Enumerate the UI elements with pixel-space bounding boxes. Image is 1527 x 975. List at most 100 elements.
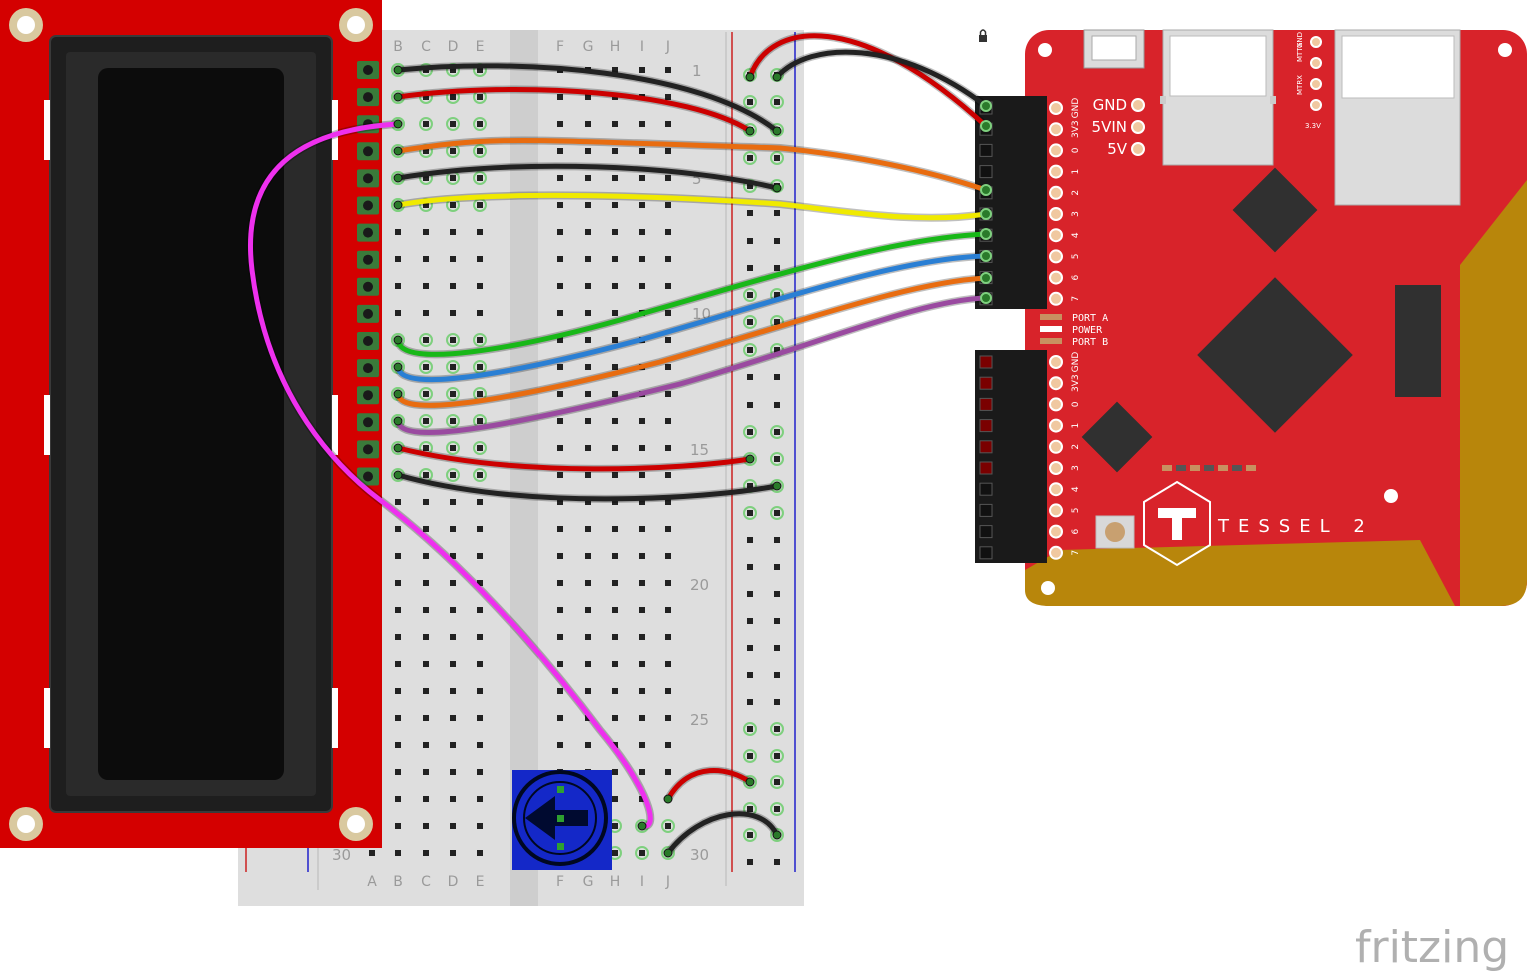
connected-hole <box>446 360 460 374</box>
breadboard-hole <box>369 850 375 856</box>
breadboard-hole <box>477 445 483 451</box>
breadboard-hole <box>612 796 618 802</box>
connected-hole <box>661 846 675 860</box>
breadboard-hole <box>612 580 618 586</box>
rail-hole <box>747 265 753 271</box>
breadboard-hole <box>612 364 618 370</box>
breadboard-hole <box>665 823 671 829</box>
tessel-gold-trace <box>1460 180 1527 606</box>
wire-end <box>745 777 755 787</box>
rail-hole <box>747 429 753 435</box>
wire-end-port <box>980 184 992 196</box>
breadboard-hole <box>585 418 591 424</box>
port-pad <box>1049 291 1063 306</box>
breadboard-hole <box>612 202 618 208</box>
breadboard-hole <box>612 715 618 721</box>
lcd-pin-hole <box>363 173 373 184</box>
breadboard-hole <box>395 769 401 775</box>
breadboard-hole <box>477 553 483 559</box>
port-pin-label: GND <box>1071 98 1081 119</box>
breadboard-hole <box>665 661 671 667</box>
rail-hole <box>747 155 753 161</box>
breadboard-hole <box>450 418 456 424</box>
col-letter-f-top: F <box>556 39 564 55</box>
status-label-power: POWER <box>1072 325 1103 336</box>
potentiometer[interactable] <box>512 770 612 870</box>
wire-end-port <box>980 272 992 284</box>
connected-hole <box>419 387 433 401</box>
connected-hole <box>743 722 757 736</box>
rail-hole <box>747 183 753 189</box>
wire-end <box>772 830 782 840</box>
breadboard-hole <box>477 634 483 640</box>
rail-hole <box>774 753 780 759</box>
wire-backlight-vcc <box>395 445 753 472</box>
port-pin-label: 6 <box>1071 528 1081 534</box>
breadboard-hole <box>639 67 645 73</box>
rail-hole <box>747 618 753 624</box>
breadboard-hole <box>557 418 563 424</box>
breadboard-hole <box>665 229 671 235</box>
col-letter-e-top: E <box>476 39 485 55</box>
breadboard-hole <box>477 607 483 613</box>
breadboard-hole <box>639 445 645 451</box>
breadboard-hole <box>423 634 429 640</box>
breadboard-hole <box>639 742 645 748</box>
breadboard-hole <box>450 94 456 100</box>
pot-knob-ring <box>512 770 608 866</box>
col-letter-g-top: G <box>583 39 594 55</box>
port-pin <box>979 143 993 157</box>
col-letter-f-bottom: F <box>556 874 564 890</box>
breadboard-hole <box>612 445 618 451</box>
port-pin-label: 0 <box>1071 401 1081 407</box>
breadboard-hole <box>477 121 483 127</box>
breadboard-hole <box>423 445 429 451</box>
wire-d5 <box>395 253 989 383</box>
wire-end <box>393 443 403 453</box>
connected-hole <box>473 468 487 482</box>
breadboard-hole <box>423 391 429 397</box>
breadboard-hole <box>585 472 591 478</box>
wire-end-port <box>980 120 992 132</box>
breadboard-hole <box>395 607 401 613</box>
breadboard-hole <box>450 823 456 829</box>
rail-hole <box>747 537 753 543</box>
breadboard-hole <box>585 175 591 181</box>
rail-hole <box>747 292 753 298</box>
breadboard-hole <box>450 850 456 856</box>
rail-hole <box>747 832 753 838</box>
connected-hole <box>473 171 487 185</box>
col-letter-a-bottom: A <box>367 874 377 890</box>
jumper-wires <box>246 31 992 858</box>
wire-end-port <box>980 250 992 262</box>
breadboard-hole <box>612 391 618 397</box>
breadboard-hole <box>477 94 483 100</box>
row-number-5: 5 <box>692 170 702 188</box>
breadboard-hole <box>557 202 563 208</box>
wire-end-port <box>980 208 992 220</box>
breadboard-hole <box>612 499 618 505</box>
rail-hole <box>747 645 753 651</box>
port-pad <box>1049 376 1063 391</box>
connected-hole <box>473 333 487 347</box>
breadboard-hole <box>639 121 645 127</box>
breadboard-hole <box>639 148 645 154</box>
breadboard-hole <box>423 472 429 478</box>
port-pin <box>979 397 993 411</box>
rail-hole <box>747 210 753 216</box>
breadboard-hole <box>450 472 456 478</box>
breadboard-hole <box>423 148 429 154</box>
breadboard-hole <box>450 715 456 721</box>
breadboard-hole <box>450 175 456 181</box>
breadboard-hole <box>557 121 563 127</box>
breadboard-hole <box>665 337 671 343</box>
rail-hole <box>774 510 780 516</box>
connected-hole <box>770 828 784 842</box>
breadboard-hole <box>557 634 563 640</box>
port-pin <box>979 525 993 539</box>
breadboard-hole <box>665 283 671 289</box>
breadboard-hole <box>477 688 483 694</box>
pot-knob[interactable] <box>523 781 597 855</box>
connected-hole <box>770 722 784 736</box>
